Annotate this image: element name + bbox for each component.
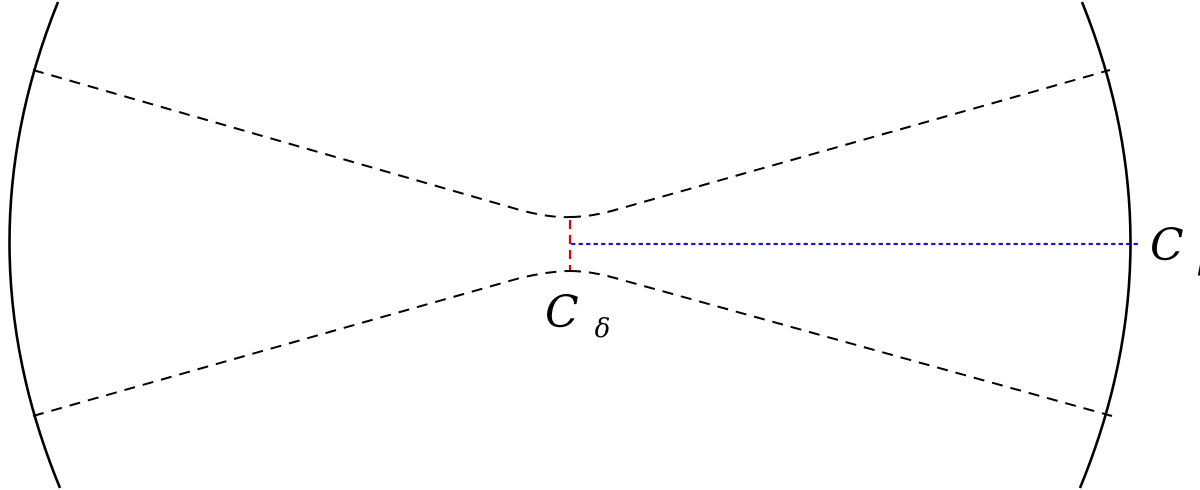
lower-right-geodesic: [569, 270, 1113, 417]
upper-left-geodesic: [32, 69, 571, 219]
beta-label-main: C: [1150, 220, 1184, 271]
lower-left-geodesic: [32, 270, 571, 417]
beta-label-sub: β: [1198, 247, 1200, 277]
left-boundary-arc: [8, 1, 62, 489]
right-boundary-arc: [1078, 1, 1132, 489]
delta-label-sub: δ: [595, 314, 611, 344]
delta-label-main: C: [545, 287, 579, 338]
upper-right-geodesic: [569, 69, 1111, 218]
beta-label: C β: [1150, 220, 1200, 277]
delta-label: C δ: [545, 287, 610, 344]
